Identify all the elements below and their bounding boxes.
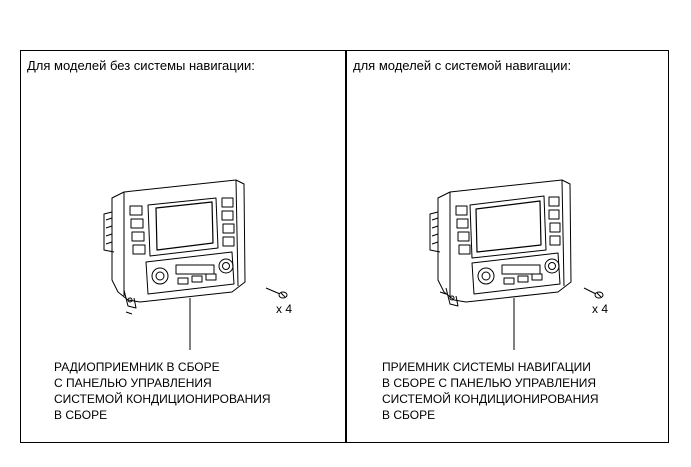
left-screw-quantity: x 4 bbox=[276, 302, 293, 316]
caption-line: С ПАНЕЛЬЮ УПРАВЛЕНИЯ bbox=[54, 376, 212, 390]
caption-line: В СБОРЕ bbox=[382, 408, 436, 422]
caption-line: РАДИОПРИЕМНИК В СБОРЕ bbox=[54, 360, 220, 374]
caption-line: В СБОРЕ С ПАНЕЛЬЮ УПРАВЛЕНИЯ bbox=[382, 376, 597, 390]
caption-line: ПРИЕМНИК СИСТЕМЫ НАВИГАЦИИ bbox=[382, 360, 591, 374]
left-component-caption: РАДИОПРИЕМНИК В СБОРЕ С ПАНЕЛЬЮ УПРАВЛЕН… bbox=[54, 359, 271, 423]
caption-line: СИСТЕМОЙ КОНДИЦИОНИРОВАНИЯ bbox=[54, 392, 271, 406]
caption-line: В СБОРЕ bbox=[54, 408, 108, 422]
panel-divider bbox=[345, 50, 347, 443]
diagram-frame bbox=[20, 50, 669, 443]
right-screw-quantity: x 4 bbox=[592, 302, 609, 316]
left-panel-heading: Для моделей без системы навигации: bbox=[27, 58, 255, 73]
right-panel-heading: для моделей с системой навигации: bbox=[353, 58, 572, 73]
caption-line: СИСТЕМОЙ КОНДИЦИОНИРОВАНИЯ bbox=[382, 392, 599, 406]
right-component-caption: ПРИЕМНИК СИСТЕМЫ НАВИГАЦИИ В СБОРЕ С ПАН… bbox=[382, 359, 599, 423]
